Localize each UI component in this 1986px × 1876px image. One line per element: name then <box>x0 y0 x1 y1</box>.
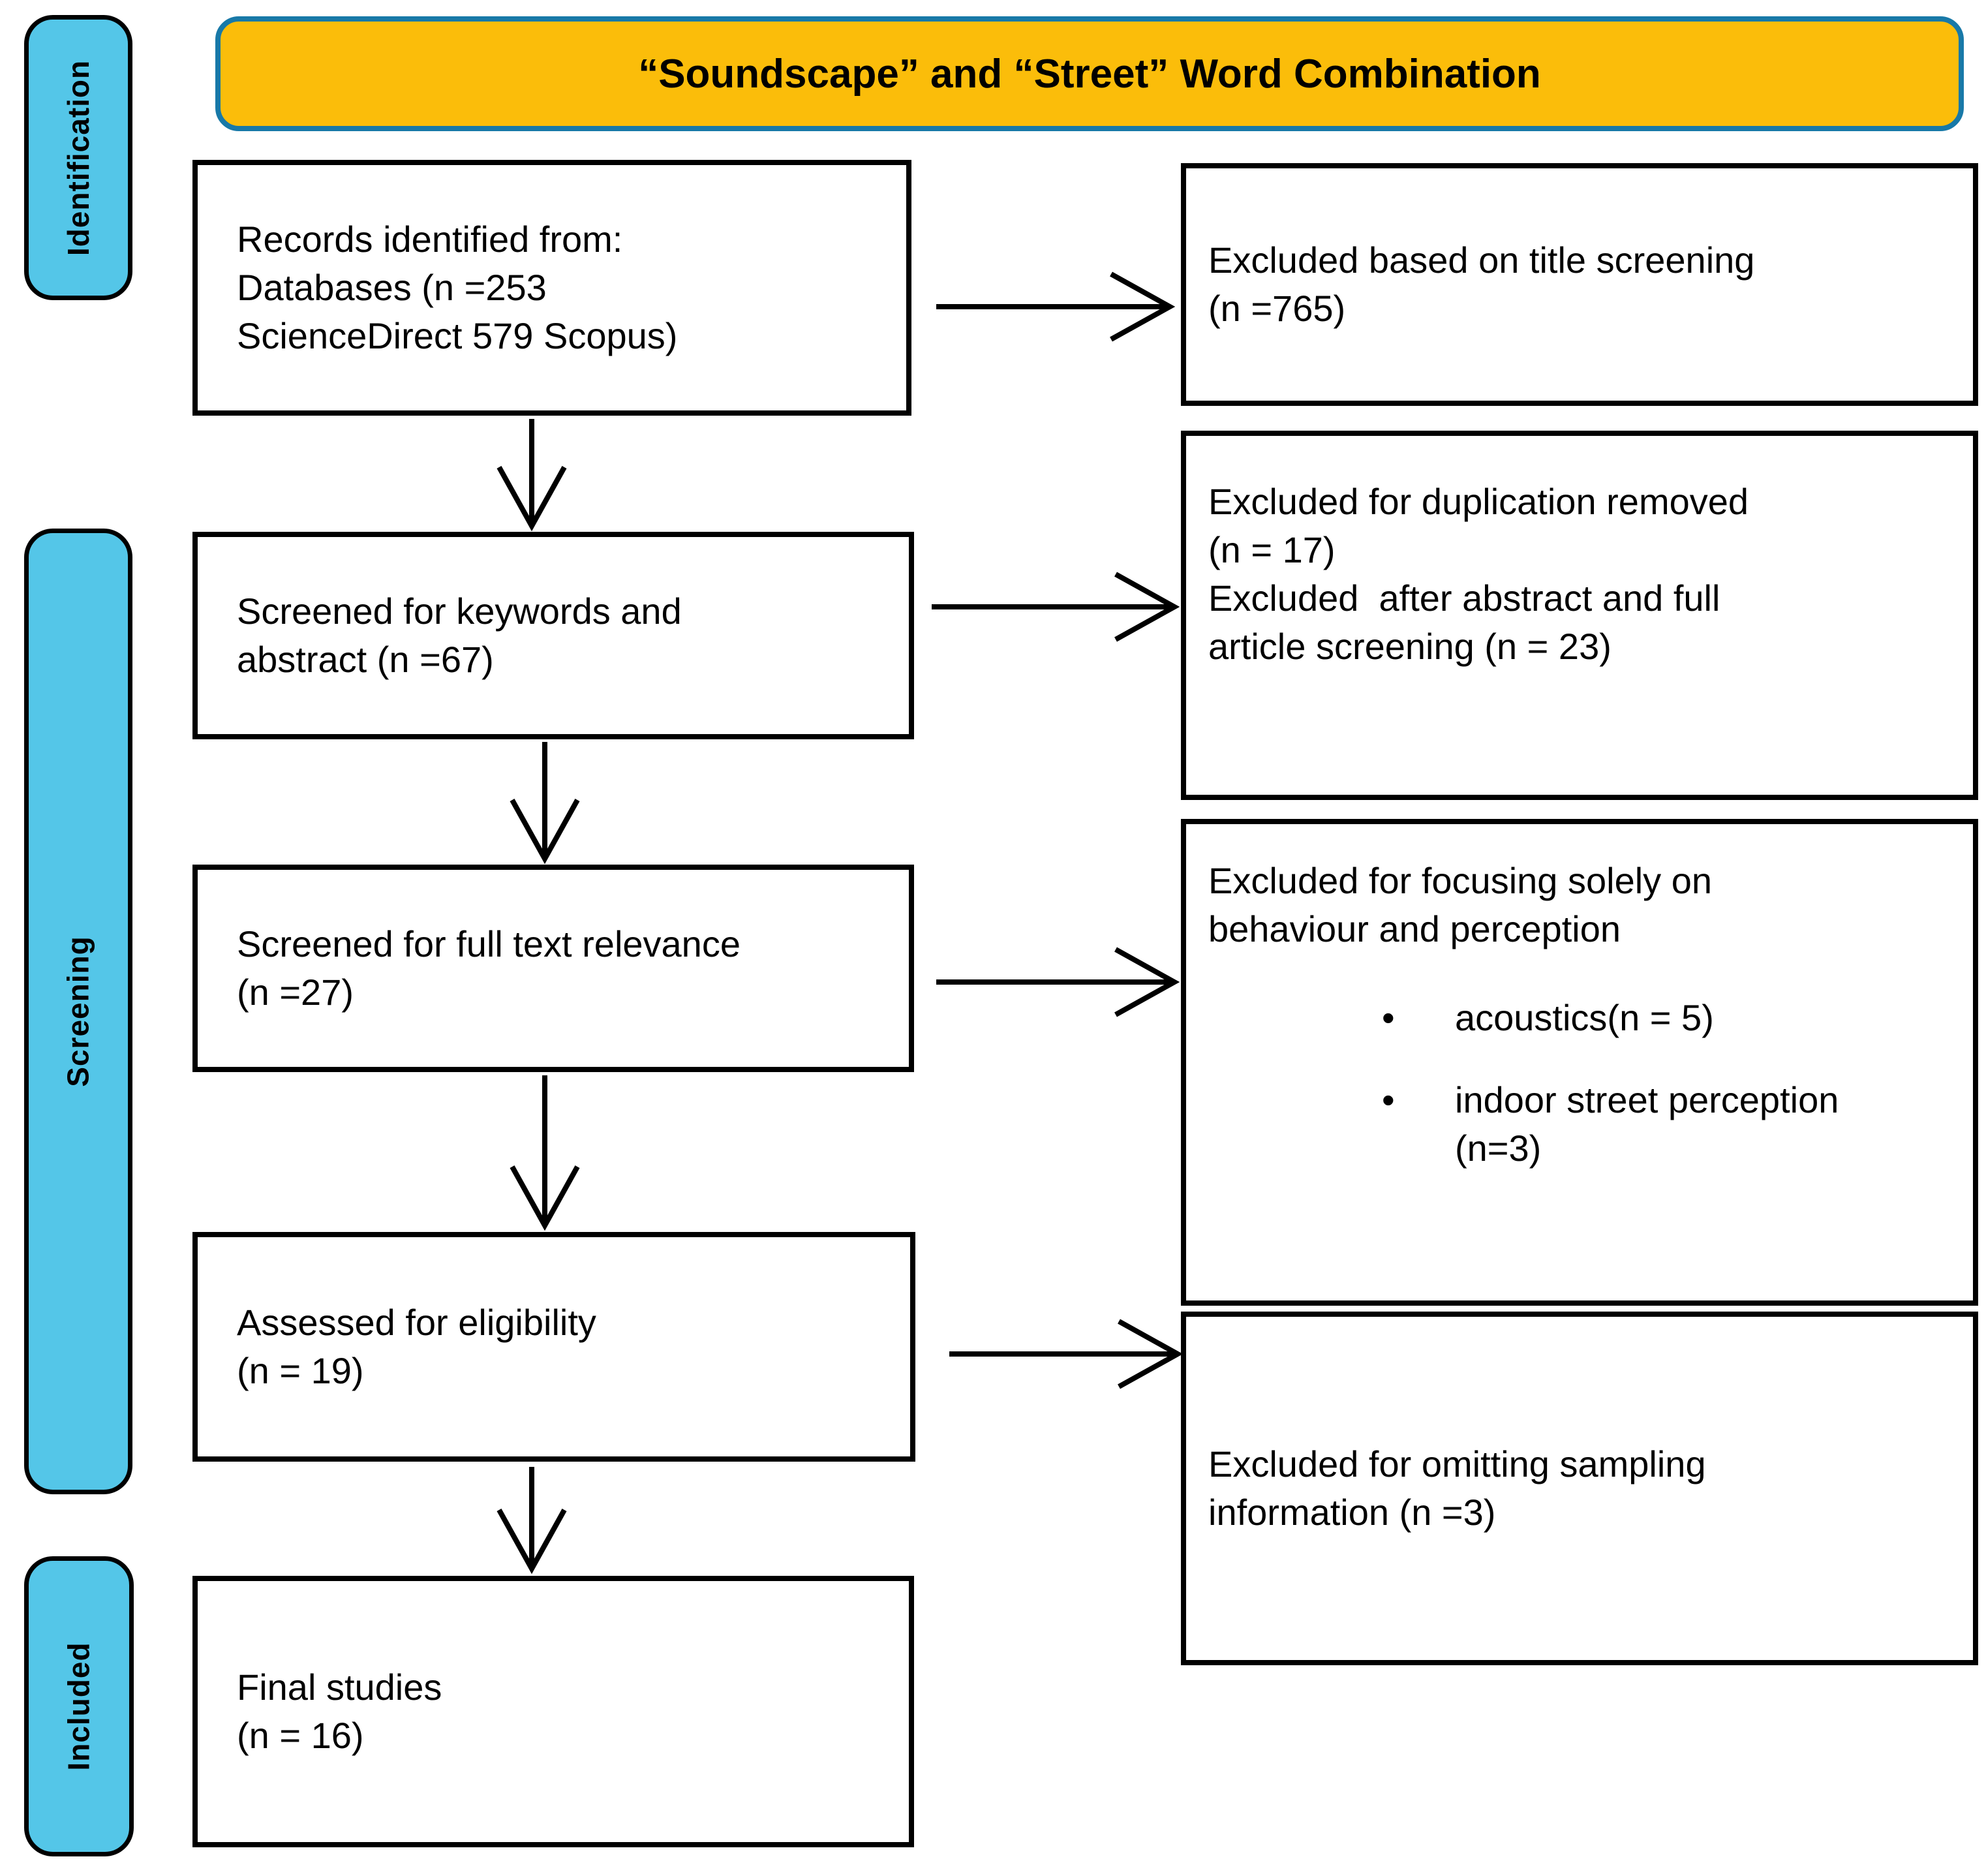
list-item: • acoustics(n = 5) <box>1186 994 1973 1042</box>
bullet-icon: • <box>1382 1079 1395 1120</box>
title-banner-text: “Soundscape” and “Street” Word Combinati… <box>638 51 1541 97</box>
flow-box-text: Assessed for eligibility (n = 19) <box>237 1302 596 1391</box>
bullet-text: acoustics(n = 5) <box>1455 996 1714 1038</box>
flow-box-screened-keywords: Screened for keywords and abstract (n =6… <box>192 532 914 739</box>
arrow-screened-keywords-to-fulltext <box>510 742 580 865</box>
exclusion-box-duplication: Excluded for duplication removed (n = 17… <box>1181 431 1978 800</box>
arrow-fulltext-to-eligibility <box>510 1075 580 1231</box>
exclusion-box-sampling: Excluded for omitting sampling informati… <box>1181 1312 1978 1665</box>
exclusion-box-title: Excluded for focusing solely on behaviou… <box>1208 860 1712 949</box>
exclusion-box-text: Excluded based on title screening (n =76… <box>1208 239 1755 329</box>
title-banner: “Soundscape” and “Street” Word Combinati… <box>215 16 1964 131</box>
arrow-screened-keywords-to-duplication-exclusion <box>932 572 1180 642</box>
flow-box-text: Final studies (n = 16) <box>237 1667 442 1756</box>
stage-label-included: Included <box>24 1556 134 1856</box>
flow-box-text: Screened for keywords and abstract (n =6… <box>237 591 682 680</box>
exclusion-box-text: Excluded for duplication removed (n = 17… <box>1208 481 1749 667</box>
flow-box-records-identified: Records identified from: Databases (n =2… <box>192 160 911 416</box>
flow-box-final-studies: Final studies (n = 16) <box>192 1576 914 1847</box>
stage-label-text: Identification <box>61 59 96 256</box>
stage-label-identification: Identification <box>24 15 132 300</box>
stage-label-text: Included <box>62 1642 96 1771</box>
bullet-icon: • <box>1382 996 1395 1038</box>
flow-box-text: Screened for full text relevance (n =27) <box>237 923 741 1013</box>
list-item: • indoor street perception (n=3) <box>1186 1076 1973 1173</box>
arrow-fulltext-to-behaviour-exclusion <box>936 947 1180 1017</box>
flow-box-text: Records identified from: Databases (n =2… <box>237 219 678 356</box>
arrow-records-to-title-exclusion <box>936 271 1176 342</box>
stage-label-text: Screening <box>61 936 96 1087</box>
exclusion-box-behaviour-perception: Excluded for focusing solely on behaviou… <box>1181 819 1978 1306</box>
arrow-eligibility-to-sampling-exclusion <box>949 1319 1184 1389</box>
arrow-eligibility-to-final <box>497 1467 567 1575</box>
stage-label-screening: Screening <box>24 529 132 1494</box>
arrow-records-to-screened-keywords <box>497 419 567 532</box>
bullet-text: indoor street perception (n=3) <box>1455 1079 1839 1169</box>
exclusion-bullet-list: • acoustics(n = 5) • indoor street perce… <box>1186 994 1973 1173</box>
flow-box-screened-fulltext: Screened for full text relevance (n =27) <box>192 865 914 1072</box>
exclusion-box-text: Excluded for omitting sampling informati… <box>1208 1443 1706 1533</box>
exclusion-box-title-screening: Excluded based on title screening (n =76… <box>1181 163 1978 406</box>
flow-box-assessed-eligibility: Assessed for eligibility (n = 19) <box>192 1232 915 1462</box>
